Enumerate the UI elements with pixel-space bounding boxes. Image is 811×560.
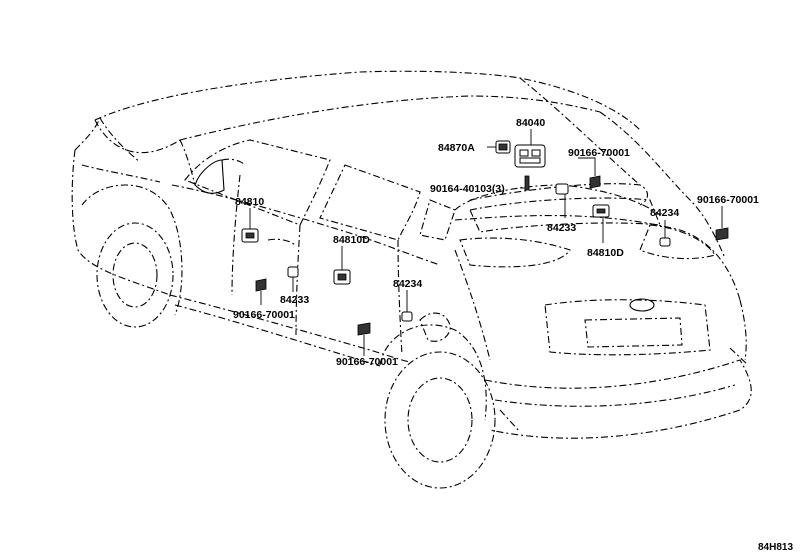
callout-90166-top: 90166-70001 (568, 147, 630, 159)
callout-84233-left: 84233 (280, 294, 309, 306)
callout-84810: 84810 (235, 196, 264, 208)
switch-84810D-mid (333, 269, 351, 285)
callout-84233-right: 84233 (547, 222, 576, 234)
callout-90166-right: 90166-70001 (697, 194, 759, 206)
leader-lines (249, 129, 723, 356)
bolt-90164-40103 (524, 175, 530, 191)
switch-84870A (495, 140, 511, 154)
switch-84810 (241, 228, 259, 243)
callout-84870a: 84870A (438, 142, 475, 154)
callout-84040: 84040 (516, 117, 545, 129)
switch-84234-mid (401, 311, 413, 322)
diagram-code: 84H813 (758, 542, 793, 553)
callout-90166-bottom: 90166-70001 (336, 356, 398, 368)
switch-84233-right (555, 183, 569, 195)
switch-84810D-right (592, 204, 610, 218)
switch-84234-right (659, 237, 671, 247)
screw-90166-bottom (357, 322, 371, 336)
switch-84040-assembly (514, 144, 546, 168)
callout-84234-mid: 84234 (393, 278, 422, 290)
vehicle-body-outline (71, 70, 752, 489)
screw-90166-top (589, 175, 601, 189)
callout-labels: 84040 84870A 90166-70001 90164-40103(3) … (233, 117, 759, 368)
screw-90166-left (255, 278, 267, 292)
callout-84234-right: 84234 (650, 207, 679, 219)
callout-90164: 90164-40103(3) (430, 183, 505, 195)
screw-90166-right (715, 227, 729, 241)
callout-84810d-right: 84810D (587, 247, 624, 259)
switch-84233-left (287, 266, 299, 278)
callout-84810d-mid: 84810D (333, 234, 370, 246)
callout-90166-left: 90166-70001 (233, 309, 295, 321)
